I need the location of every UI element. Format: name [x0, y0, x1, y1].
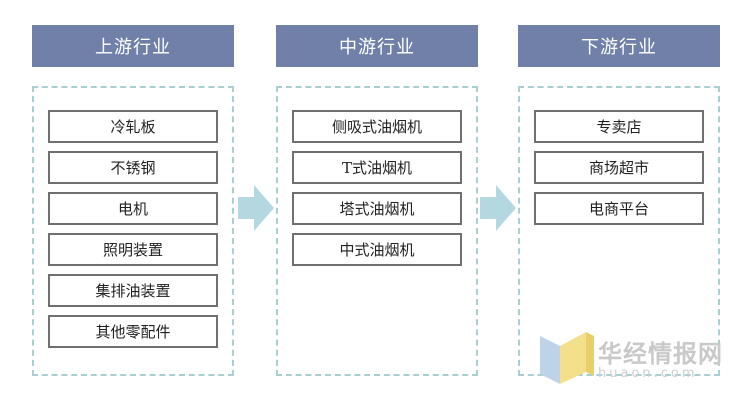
- midstream-box: 侧吸式油烟机 T式油烟机 塔式油烟机 中式油烟机: [276, 86, 478, 376]
- downstream-header: 下游行业: [518, 25, 720, 67]
- midstream-item: T式油烟机: [292, 151, 462, 184]
- downstream-item: 专卖店: [534, 110, 704, 143]
- upstream-item: 冷轧板: [48, 110, 218, 143]
- watermark-name: 华经情报网: [598, 340, 723, 368]
- upstream-item: 照明装置: [48, 233, 218, 266]
- upstream-item: 电机: [48, 192, 218, 225]
- downstream-item: 商场超市: [534, 151, 704, 184]
- downstream-title: 下游行业: [581, 37, 657, 58]
- upstream-item: 不锈钢: [48, 151, 218, 184]
- midstream-item: 中式油烟机: [292, 233, 462, 266]
- downstream-item: 电商平台: [534, 192, 704, 225]
- upstream-item: 集排油装置: [48, 274, 218, 307]
- flow-arrow-icon: [238, 185, 274, 231]
- upstream-item: 其他零配件: [48, 315, 218, 348]
- midstream-item: 塔式油烟机: [292, 192, 462, 225]
- downstream-box: 专卖店 商场超市 电商平台: [518, 86, 720, 376]
- midstream-list: 侧吸式油烟机 T式油烟机 塔式油烟机 中式油烟机: [292, 110, 462, 274]
- flow-arrow-icon: [480, 185, 516, 231]
- midstream-item: 侧吸式油烟机: [292, 110, 462, 143]
- downstream-list: 专卖店 商场超市 电商平台: [534, 110, 704, 233]
- watermark: 华经情报网 huaon.com: [540, 330, 740, 386]
- huaon-logo-icon: [540, 332, 594, 384]
- midstream-header: 中游行业: [276, 25, 478, 67]
- upstream-header: 上游行业: [32, 25, 234, 67]
- watermark-url: huaon.com: [598, 366, 698, 381]
- upstream-box: 冷轧板 不锈钢 电机 照明装置 集排油装置 其他零配件: [32, 86, 234, 376]
- midstream-title: 中游行业: [339, 37, 415, 58]
- upstream-list: 冷轧板 不锈钢 电机 照明装置 集排油装置 其他零配件: [48, 110, 218, 356]
- upstream-title: 上游行业: [95, 37, 171, 58]
